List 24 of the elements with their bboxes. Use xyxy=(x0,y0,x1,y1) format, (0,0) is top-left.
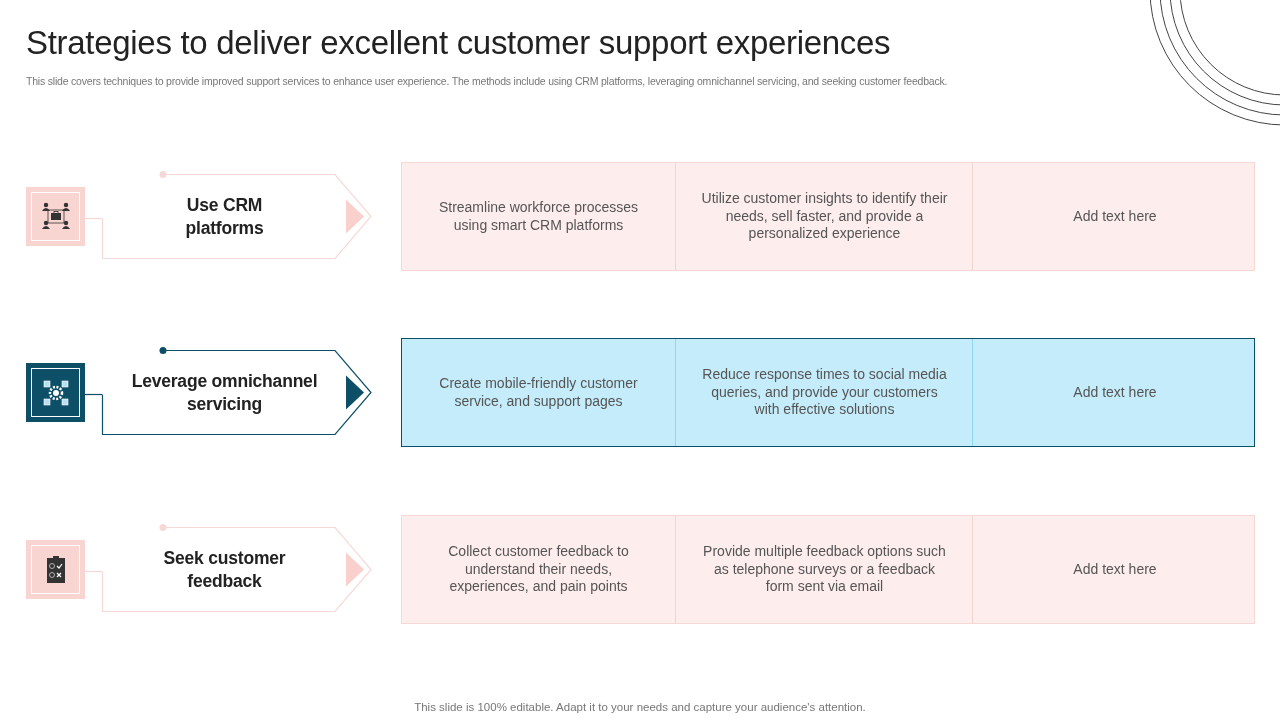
cell-text: Add text here xyxy=(1072,560,1158,579)
arrow-label-shape xyxy=(102,174,372,259)
footer-note: This slide is 100% editable. Adapt it to your needs and capture your audience's attention. xyxy=(413,701,867,713)
cell-text: Collect customer feedback to understand their needs, experiences, and pain points xyxy=(447,543,630,596)
content-band xyxy=(401,162,1255,271)
icon-tile xyxy=(26,363,85,422)
cell-text: Provide multiple feedback options such as telephone surveys or a feedback form sent via email xyxy=(702,543,947,596)
content-band xyxy=(401,515,1255,624)
slide-subtitle: This slide covers techniques to provide improved support services to enhance user experience. The methods include using CRM platforms, leveraging omnichannel servicing, and seeking customer feedback. xyxy=(26,75,948,87)
icon-tile xyxy=(26,187,85,246)
arrow-label-shape xyxy=(102,350,372,435)
cell-text: Utilize customer insights to identify their needs, sell faster, and provide a personalized experience xyxy=(700,190,949,243)
strategy-heading: Seek customer feedback xyxy=(162,546,287,593)
strategy-heading: Use CRM platforms xyxy=(184,193,265,240)
slide-title: Strategies to deliver excellent customer support experiences xyxy=(26,24,891,62)
strategy-heading: Leverage omnichannel servicing xyxy=(130,369,319,416)
cell-text: Reduce response times to social media queries, and provide your customers with effective solutions xyxy=(701,366,948,419)
icon-tile xyxy=(26,540,85,599)
cell-text: Add text here xyxy=(1072,207,1158,226)
content-band xyxy=(401,338,1255,447)
cell-text: Streamline workforce processes using smart CRM platforms xyxy=(437,199,640,234)
arrow-label-shape xyxy=(102,527,372,612)
cell-text: Add text here xyxy=(1072,383,1158,402)
cell-text: Create mobile-friendly customer service, and support pages xyxy=(438,375,639,410)
